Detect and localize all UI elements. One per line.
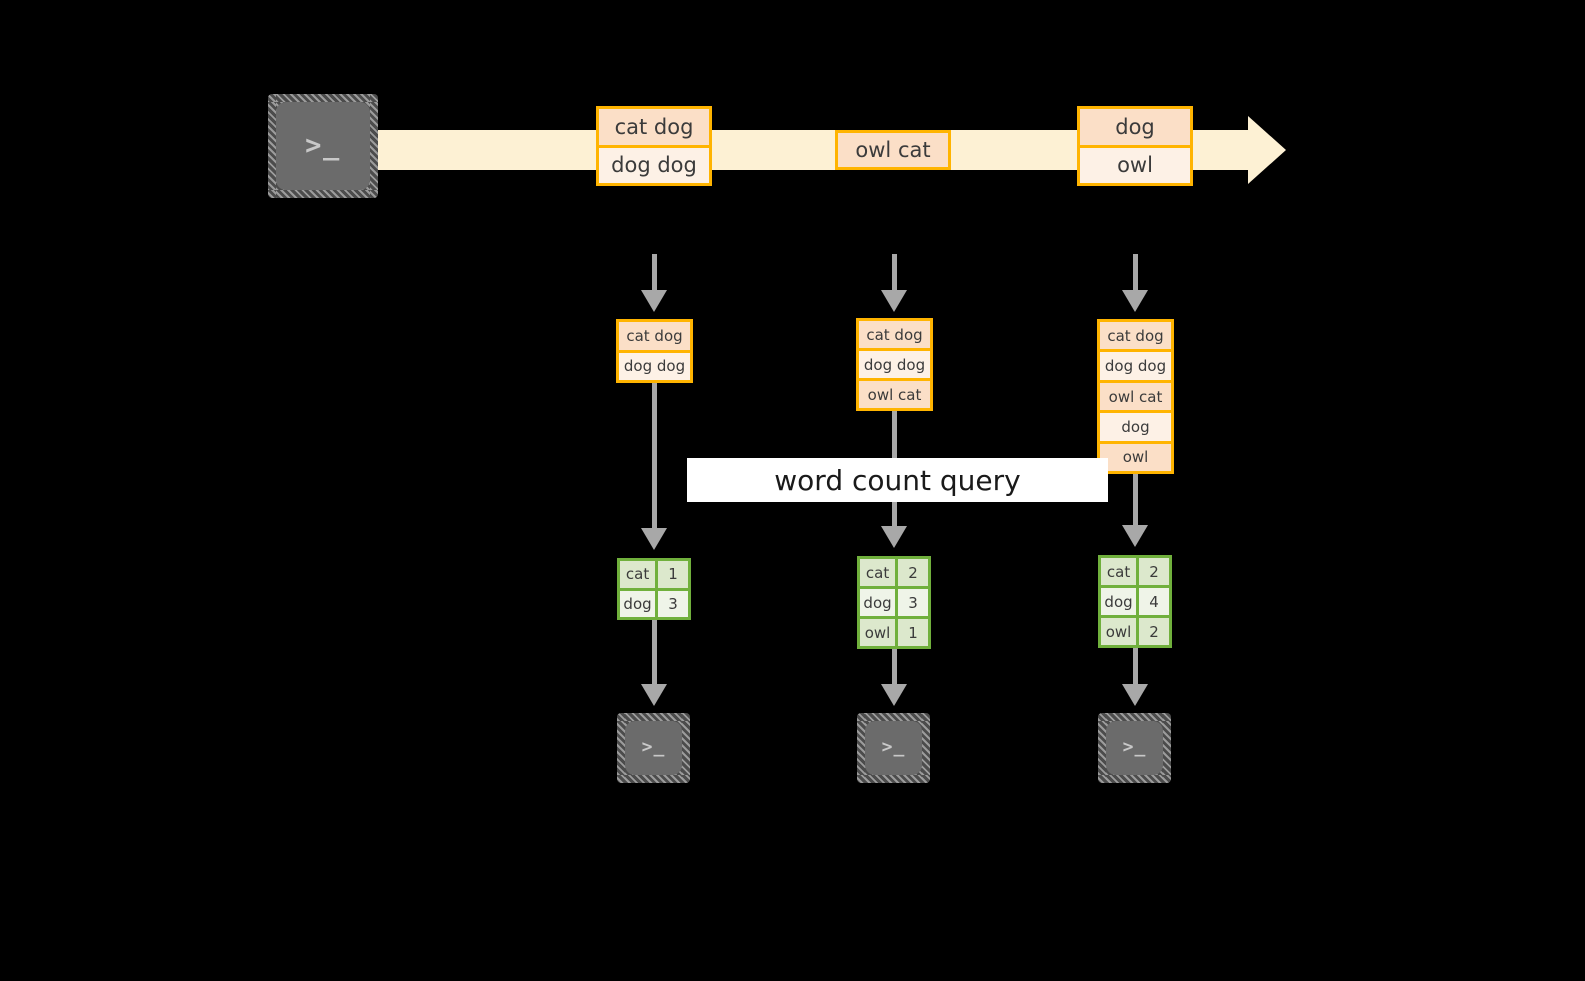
column-3-record-2: dog dog [1100, 349, 1171, 380]
column-2-result-word-2: dog [860, 589, 899, 616]
column-1-trigger-arrowhead [641, 290, 667, 312]
query-label-band: word count query [687, 458, 1108, 502]
column-2-result-count-1: 2 [898, 559, 928, 586]
column-2-record-3: owl cat [859, 378, 930, 408]
column-3-result-table[interactable]: cat 2 dog 4 owl 2 [1098, 555, 1172, 648]
table-row: cat 1 [620, 561, 688, 588]
column-2-sink-terminal-icon[interactable]: >_ [857, 713, 930, 783]
column-3-record-5: owl [1100, 440, 1171, 472]
column-2-result-word-3: owl [860, 619, 899, 646]
stream-event-3-line-2: owl [1080, 144, 1190, 183]
table-row: dog 3 [620, 587, 688, 617]
column-3-result-count-1: 2 [1139, 558, 1169, 585]
column-2-accumulated-records[interactable]: cat dog dog dog owl cat [856, 318, 933, 411]
column-1-record-1: cat dog [619, 322, 690, 350]
column-3-result-count-2: 4 [1139, 588, 1169, 615]
table-row: owl 2 [1101, 615, 1169, 645]
column-1-query-arrowhead [641, 528, 667, 550]
table-row: owl 1 [860, 616, 928, 646]
column-3-record-1: cat dog [1100, 322, 1171, 350]
stream-timeline-arrowhead [1248, 116, 1286, 184]
terminal-prompt-glyph: >_ [641, 736, 666, 758]
column-2-record-2: dog dog [859, 348, 930, 378]
column-3-sink-terminal-body: >_ [1106, 721, 1163, 775]
stream-event-2-line-1: owl cat [838, 133, 948, 167]
column-3-sink-line [1133, 648, 1138, 688]
column-3-query-arrowhead [1122, 525, 1148, 547]
stream-event-3[interactable]: dog owl [1077, 106, 1193, 186]
column-1-query-line [652, 383, 657, 531]
column-2-sink-line [892, 649, 897, 688]
column-1-result-table[interactable]: cat 1 dog 3 [617, 558, 691, 620]
column-3-result-word-1: cat [1101, 558, 1140, 585]
table-row: cat 2 [1101, 558, 1169, 585]
column-2-sink-arrowhead [881, 684, 907, 706]
stream-event-3-line-1: dog [1080, 109, 1190, 145]
column-3-record-3: owl cat [1100, 379, 1171, 411]
column-1-record-2: dog dog [619, 349, 690, 380]
column-3-trigger-arrowhead [1122, 290, 1148, 312]
table-row: dog 4 [1101, 585, 1169, 615]
stream-event-1[interactable]: cat dog dog dog [596, 106, 712, 186]
column-1-sink-line [652, 620, 657, 688]
column-1-result-count-2: 3 [658, 590, 688, 617]
column-2-result-word-1: cat [860, 559, 899, 586]
column-3-query-line [1133, 474, 1138, 529]
column-3-trigger-line [1133, 254, 1138, 292]
column-3-result-word-2: dog [1101, 588, 1140, 615]
column-3-sink-terminal-icon[interactable]: >_ [1098, 713, 1171, 783]
column-1-accumulated-records[interactable]: cat dog dog dog [616, 319, 693, 383]
column-1-sink-arrowhead [641, 684, 667, 706]
column-1-result-word-2: dog [620, 590, 659, 617]
column-2-trigger-line [892, 254, 897, 292]
column-2-record-1: cat dog [859, 321, 930, 348]
source-terminal-body: >_ [276, 102, 370, 190]
column-2-sink-terminal-body: >_ [865, 721, 922, 775]
column-1-result-count-1: 1 [658, 561, 688, 588]
column-3-result-word-3: owl [1101, 618, 1140, 645]
column-1-trigger-line [652, 254, 657, 292]
column-3-accumulated-records[interactable]: cat dog dog dog owl cat dog owl [1097, 319, 1174, 474]
column-1-sink-terminal-icon[interactable]: >_ [617, 713, 690, 783]
table-row: dog 3 [860, 586, 928, 616]
column-3-sink-arrowhead [1122, 684, 1148, 706]
column-2-result-count-3: 1 [898, 619, 928, 646]
terminal-prompt-glyph: >_ [305, 129, 341, 161]
column-3-result-count-3: 2 [1139, 618, 1169, 645]
column-2-result-count-2: 3 [898, 589, 928, 616]
stream-event-1-line-2: dog dog [599, 144, 709, 183]
column-2-query-arrowhead [881, 526, 907, 548]
column-1-sink-terminal-body: >_ [625, 721, 682, 775]
column-1-result-word-1: cat [620, 561, 659, 588]
column-2-result-table[interactable]: cat 2 dog 3 owl 1 [857, 556, 931, 649]
stream-event-1-line-1: cat dog [599, 109, 709, 145]
table-row: cat 2 [860, 559, 928, 586]
terminal-prompt-glyph: >_ [1122, 736, 1147, 758]
source-terminal-icon[interactable]: >_ [268, 94, 378, 198]
column-3-record-4: dog [1100, 410, 1171, 441]
column-2-trigger-arrowhead [881, 290, 907, 312]
stream-event-2[interactable]: owl cat [835, 130, 951, 170]
terminal-prompt-glyph: >_ [881, 736, 906, 758]
query-label: word count query [774, 463, 1021, 497]
